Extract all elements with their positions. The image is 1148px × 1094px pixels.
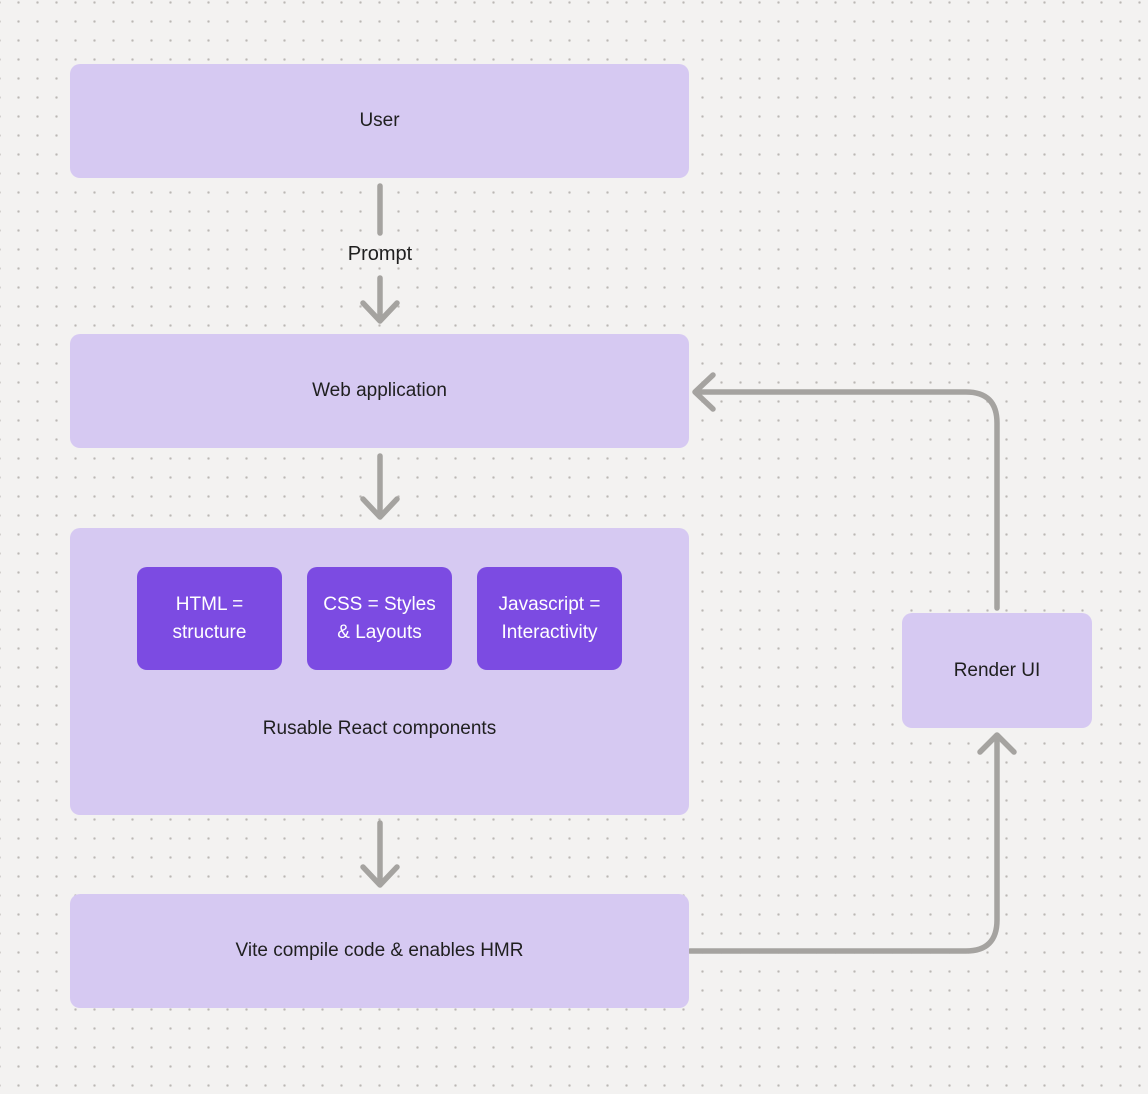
components-chip-row: HTML = structure CSS = Styles & Layouts … xyxy=(137,567,623,670)
node-render-ui[interactable]: Render UI xyxy=(902,613,1092,728)
node-vite-label: Vite compile code & enables HMR xyxy=(235,940,524,961)
node-vite[interactable]: Vite compile code & enables HMR xyxy=(70,894,689,1008)
arrowhead-left-webapp-icon xyxy=(692,372,716,412)
components-group-caption: Rusable React components xyxy=(262,718,497,739)
node-render-ui-label: Render UI xyxy=(953,659,1041,681)
chip-javascript-label: Javascript = Interactivity xyxy=(498,593,601,643)
chip-html-label: HTML = structure xyxy=(172,593,247,643)
edge-vite-to-render-line xyxy=(687,738,1000,954)
chip-html[interactable]: HTML = structure xyxy=(137,567,282,670)
arrowhead-down-vite-icon xyxy=(360,864,400,888)
node-user-label: User xyxy=(359,110,400,131)
arrowhead-down-webapp-icon xyxy=(360,300,400,324)
node-user[interactable]: User xyxy=(70,64,689,178)
edge-render-to-webapp-line xyxy=(698,389,1000,611)
node-components-group[interactable]: HTML = structure CSS = Styles & Layouts … xyxy=(70,528,689,815)
arrowhead-down-components-icon xyxy=(360,496,400,520)
chip-javascript[interactable]: Javascript = Interactivity xyxy=(477,567,622,670)
chip-css[interactable]: CSS = Styles & Layouts xyxy=(307,567,452,670)
node-web-application[interactable]: Web application xyxy=(70,334,689,448)
node-web-application-label: Web application xyxy=(312,380,447,401)
edge-label-prompt: Prompt xyxy=(347,243,413,265)
arrowhead-up-render-icon xyxy=(977,732,1017,755)
chip-css-label: CSS = Styles & Layouts xyxy=(323,593,436,643)
